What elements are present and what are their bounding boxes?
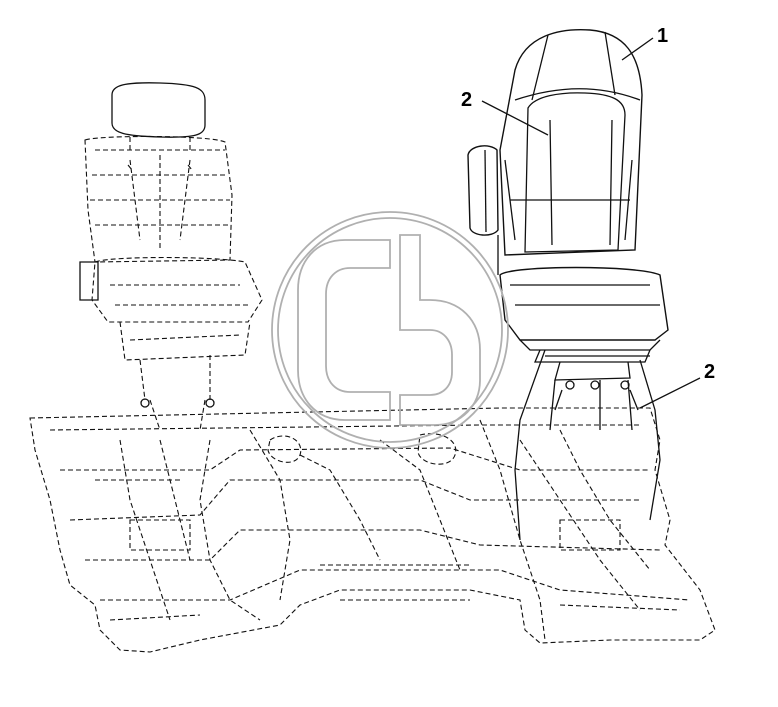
floor-pan [29,407,716,653]
left-seat [79,82,263,431]
callout-1-label: 1 [657,25,668,47]
right-seat [467,28,669,541]
callout-2-right-label: 2 [704,361,715,383]
callout-leaders [481,37,701,409]
callout-2-top-label: 2 [461,89,472,111]
watermark-logo [271,211,509,449]
